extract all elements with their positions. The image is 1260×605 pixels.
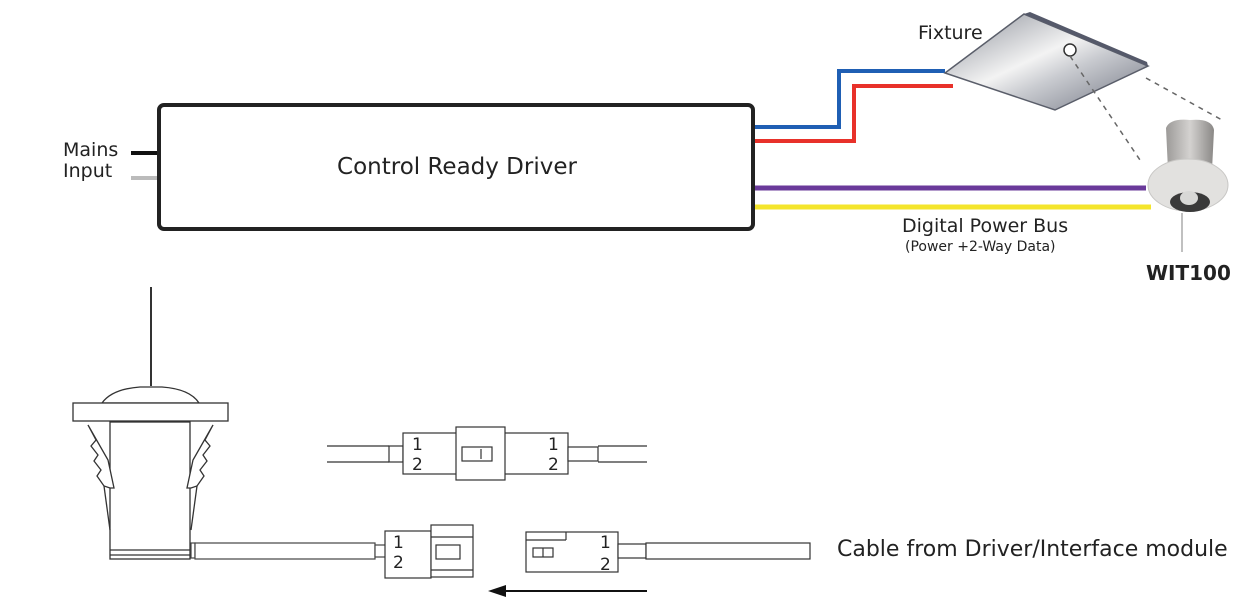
pin-label: 1 — [600, 533, 611, 553]
pin-labels: 1 2 1 2 1 2 1 2 — [393, 435, 611, 575]
bus-sublabel: (Power +2-Way Data) — [905, 239, 1056, 255]
bus-label: Digital Power Bus — [902, 215, 1069, 237]
sensor-cable — [190, 542, 388, 560]
pin-label: 2 — [412, 455, 423, 475]
sensor-model-label: WIT100 — [1146, 261, 1231, 285]
mains-input-line2: Input — [63, 160, 113, 182]
mated-connector-drawing — [327, 426, 647, 481]
fixture-image — [943, 12, 1150, 111]
driver-label: Control Ready Driver — [337, 154, 577, 180]
insertion-direction-arrow — [488, 585, 647, 597]
pin-label: 2 — [548, 455, 559, 475]
pin-label: 1 — [412, 435, 423, 455]
mains-input-line1: Mains — [63, 139, 119, 161]
cable-label: Cable from Driver/Interface module — [837, 537, 1228, 562]
projection-line — [1145, 77, 1223, 121]
wit100-sensor-image — [1147, 119, 1229, 252]
sensor-side-view-drawing — [72, 287, 229, 560]
fixture-wire-blue — [755, 69, 945, 129]
driver-side-connector-drawing — [525, 531, 811, 573]
fixture-wire-red — [755, 84, 953, 143]
fixture-sensor-hole — [1063, 43, 1077, 57]
pin-label: 2 — [600, 555, 611, 575]
driver-box — [157, 103, 755, 231]
pin-label: 1 — [548, 435, 559, 455]
pin-label: 1 — [393, 533, 404, 553]
fixture-label: Fixture — [918, 22, 983, 44]
projection-line — [1069, 55, 1141, 161]
mains-input-label: Mains Input — [63, 140, 118, 182]
sensor-side-connector-drawing — [384, 524, 474, 579]
pin-label: 2 — [393, 553, 404, 573]
